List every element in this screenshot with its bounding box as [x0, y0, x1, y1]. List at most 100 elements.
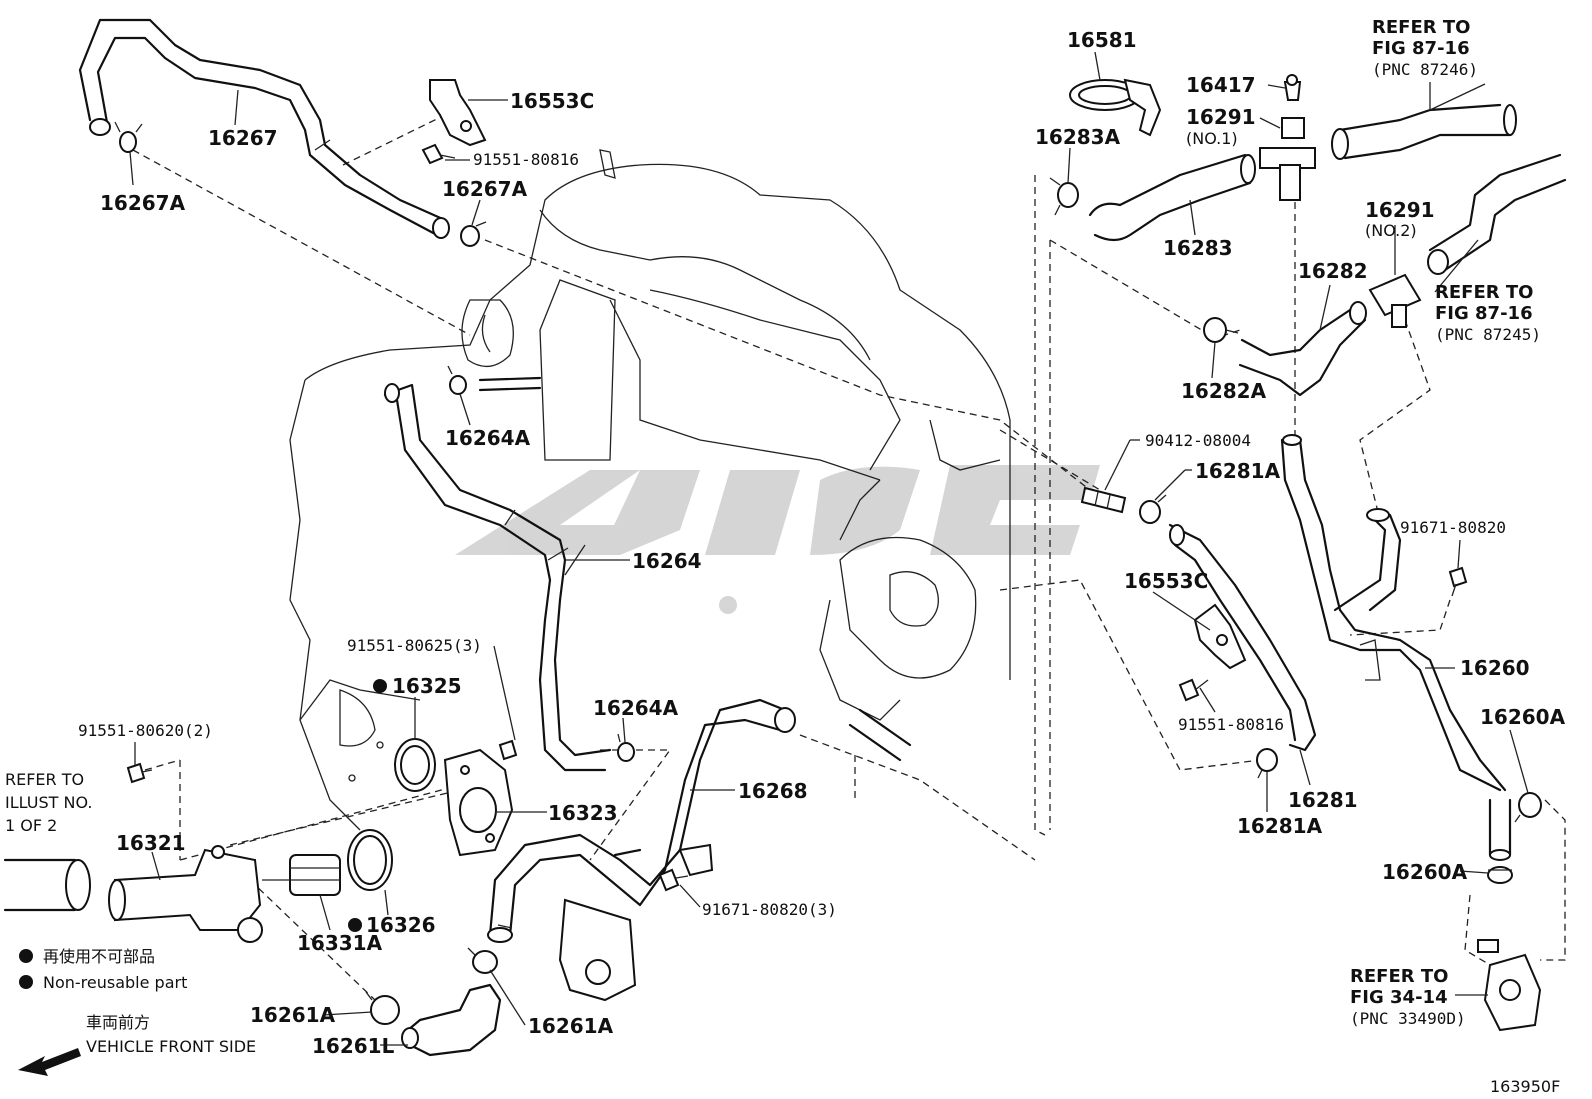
- ref-87-16-top-line2: FIG 87-16: [1372, 38, 1470, 59]
- bolt-91671-80820[interactable]: [1448, 566, 1468, 597]
- ref-illust-line3: 1 OF 2: [5, 816, 57, 835]
- hose-16267[interactable]: [78, 18, 450, 239]
- label-16321: 16321: [116, 831, 186, 855]
- clamp-16260A-upper[interactable]: [1514, 792, 1542, 823]
- water-outlet-16321[interactable]: [108, 845, 263, 943]
- ref-87-16-top-line1: REFER TO: [1372, 17, 1470, 38]
- label-16291-no1-sub: (NO.1): [1186, 129, 1238, 148]
- clamp-16283A[interactable]: [1049, 177, 1079, 216]
- direction-en: VEHICLE FRONT SIDE: [86, 1037, 256, 1056]
- label-16260A-upper: 16260A: [1480, 705, 1566, 729]
- watermark-logo: [455, 465, 1100, 614]
- bracket-16553C-top[interactable]: [429, 79, 487, 147]
- fitting-16417[interactable]: [1283, 74, 1302, 101]
- label-16267A-left: 16267A: [100, 191, 186, 215]
- direction-jp: 車両前方: [86, 1013, 150, 1032]
- ref-87-16-mid-line2: FIG 87-16: [1435, 303, 1533, 324]
- legend-bullet-jp: [19, 949, 33, 963]
- ref-part-34-14: [1477, 939, 1542, 1032]
- clamp-16281A-upper[interactable]: [1139, 494, 1167, 524]
- fitting-16291-no2[interactable]: [1368, 273, 1422, 328]
- label-16291-no1: 16291: [1186, 105, 1256, 129]
- label-91551-80816-top: 91551-80816: [473, 150, 579, 169]
- clamp-16260A-lower[interactable]: [1487, 866, 1513, 884]
- ref-34-14-line3: (PNC 33490D): [1350, 1009, 1466, 1028]
- label-16281A-upper: 16281A: [1195, 459, 1281, 483]
- label-91551-80816-right: 91551-80816: [1178, 715, 1284, 734]
- reference-notes: REFER TO FIG 87-16 (PNC 87246) REFER TO …: [5, 17, 1541, 1028]
- ref-illust-line1: REFER TO: [5, 770, 84, 789]
- ref-34-14-line1: REFER TO: [1350, 966, 1448, 987]
- leader-lines: [129, 51, 1529, 1046]
- bolt-91671-80820-3[interactable]: [658, 868, 689, 892]
- vehicle-front-indicator: 車両前方 VEHICLE FRONT SIDE: [18, 1013, 256, 1076]
- hose-16282[interactable]: [1238, 301, 1367, 397]
- label-16331A: 16331A: [297, 931, 383, 955]
- hose-16261L[interactable]: [401, 983, 502, 1057]
- label-16325: 16325: [392, 674, 462, 698]
- label-16264A-upper: 16264A: [445, 426, 531, 450]
- label-90412-08004: 90412-08004: [1145, 431, 1251, 450]
- legend: 再使用不可部品 Non-reusable part: [19, 947, 187, 992]
- label-16261L: 16261L: [312, 1034, 395, 1058]
- label-16553C-top: 16553C: [510, 89, 594, 113]
- label-16261A-left: 16261A: [250, 1003, 336, 1027]
- clamp-16267A-mid[interactable]: [460, 221, 487, 247]
- label-16326: 16326: [366, 913, 436, 937]
- label-16291-no2-sub: (NO.2): [1365, 221, 1417, 240]
- label-16260A-lower: 16260A: [1382, 860, 1468, 884]
- bracket-16553C-right[interactable]: [1193, 603, 1247, 670]
- ref-illust-line2: ILLUST NO.: [5, 793, 92, 812]
- label-16283A: 16283A: [1035, 125, 1121, 149]
- label-16417: 16417: [1186, 73, 1256, 97]
- label-91671-80820-3: 91671-80820(3): [702, 900, 837, 919]
- label-16281A-lower: 16281A: [1237, 814, 1323, 838]
- label-91551-80620: 91551-80620(2): [78, 721, 213, 740]
- legend-bullet-en: [19, 975, 33, 989]
- bolt-91551-80625[interactable]: [498, 739, 518, 761]
- hose-pnc-87245: [1427, 153, 1567, 275]
- clamp-16264A-upper[interactable]: [447, 365, 467, 395]
- label-16283: 16283: [1163, 236, 1233, 260]
- fitting-16291-no1[interactable]: [1259, 117, 1316, 201]
- clamp-16264A-lower[interactable]: [617, 733, 635, 762]
- label-16281: 16281: [1288, 788, 1358, 812]
- small-pipe-near-engine: [478, 376, 912, 857]
- engine-block-outline: [289, 149, 1011, 831]
- hose-16260[interactable]: [1280, 434, 1512, 861]
- front-arrow-icon: [18, 1048, 81, 1076]
- bolt-91551-80816-right[interactable]: [1178, 678, 1209, 702]
- clamp-16282A[interactable]: [1203, 317, 1239, 343]
- bolt-91551-80816-top[interactable]: [421, 143, 456, 165]
- hose-16281[interactable]: [1168, 523, 1317, 752]
- hose-16268[interactable]: [487, 698, 796, 943]
- clamp-16581[interactable]: [1069, 78, 1162, 137]
- housing-16323[interactable]: [443, 748, 514, 857]
- gasket-16325[interactable]: [394, 738, 436, 792]
- clamp-16261A-right[interactable]: [467, 947, 498, 974]
- hose-16283[interactable]: [1088, 153, 1256, 242]
- clamp-16261A-left[interactable]: [365, 991, 400, 1025]
- label-16267: 16267: [208, 126, 278, 150]
- label-16282: 16282: [1298, 259, 1368, 283]
- clamp-16281A-lower[interactable]: [1256, 748, 1278, 779]
- nonreusable-mark-16326: [348, 918, 362, 932]
- nonreusable-mark-16325: [373, 679, 387, 693]
- thermostat-16331A[interactable]: [262, 854, 341, 896]
- label-91551-80625: 91551-80625(3): [347, 636, 482, 655]
- hose-16264[interactable]: [383, 383, 612, 772]
- label-16268: 16268: [738, 779, 808, 803]
- ref-87-16-top-line3: (PNC 87246): [1372, 60, 1478, 79]
- label-16261A-right: 16261A: [528, 1014, 614, 1038]
- bolt-91551-80620[interactable]: [126, 762, 153, 784]
- hose-pnc-87246: [1331, 103, 1517, 160]
- figure-number: 163950F: [1490, 1077, 1560, 1096]
- union-90412-08004[interactable]: [1080, 486, 1127, 514]
- clamp-16267A-left[interactable]: [114, 121, 143, 153]
- ref-87-16-mid-line1: REFER TO: [1435, 282, 1533, 303]
- ref-34-14-line2: FIG 34-14: [1350, 987, 1448, 1008]
- label-16282A: 16282A: [1181, 379, 1267, 403]
- label-16581: 16581: [1067, 28, 1137, 52]
- gasket-16326[interactable]: [347, 829, 393, 891]
